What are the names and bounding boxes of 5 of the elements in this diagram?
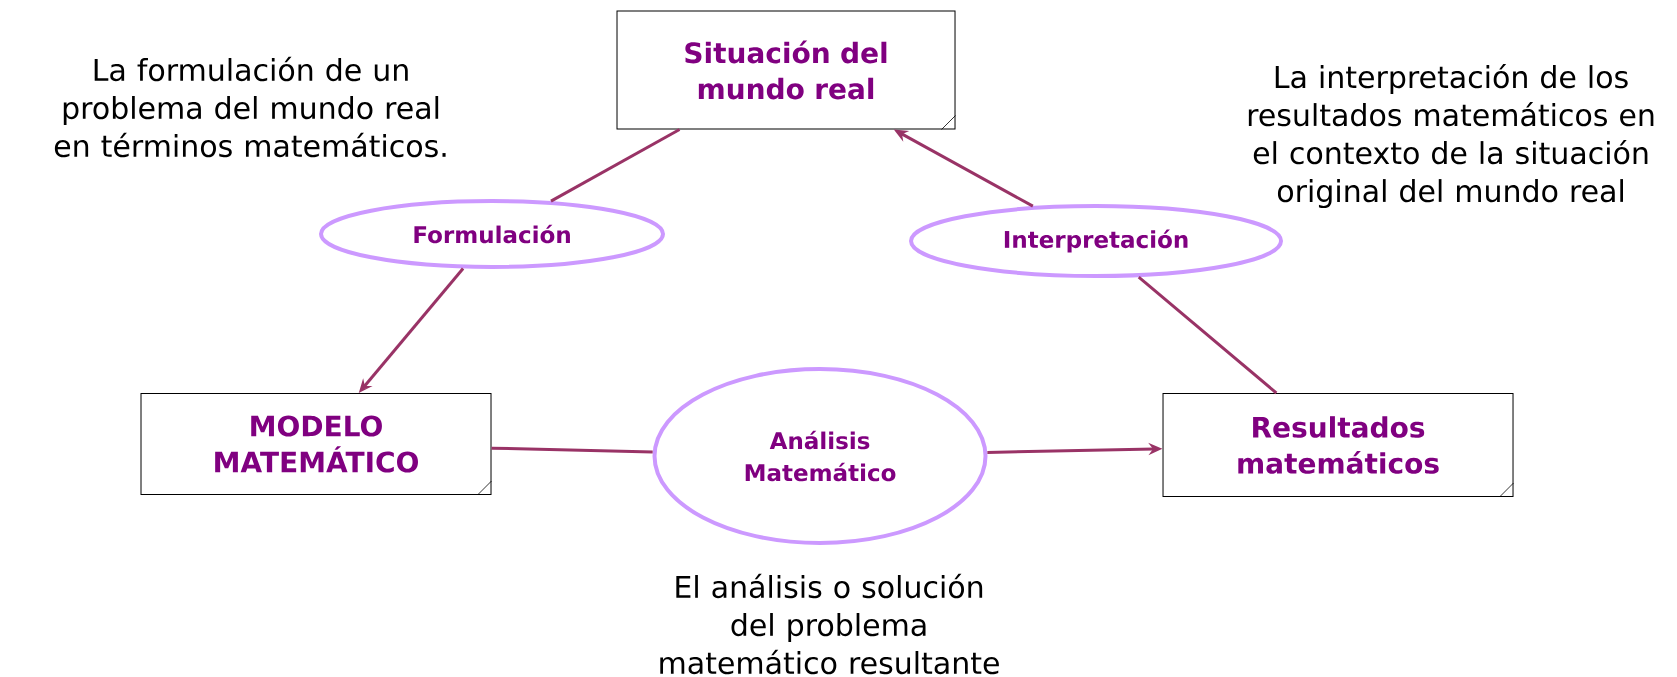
process-box: MODELO MATEMÁTICO bbox=[140, 393, 492, 496]
process-box: Situación del mundo real bbox=[616, 10, 956, 130]
note-text: El análisis o solución del problema matemático resultante bbox=[660, 573, 999, 675]
process-box: Resultados matemáticos bbox=[1162, 393, 1514, 498]
note-text: La formulación de un problema del mundo real en términos matemáticos. bbox=[54, 56, 446, 158]
